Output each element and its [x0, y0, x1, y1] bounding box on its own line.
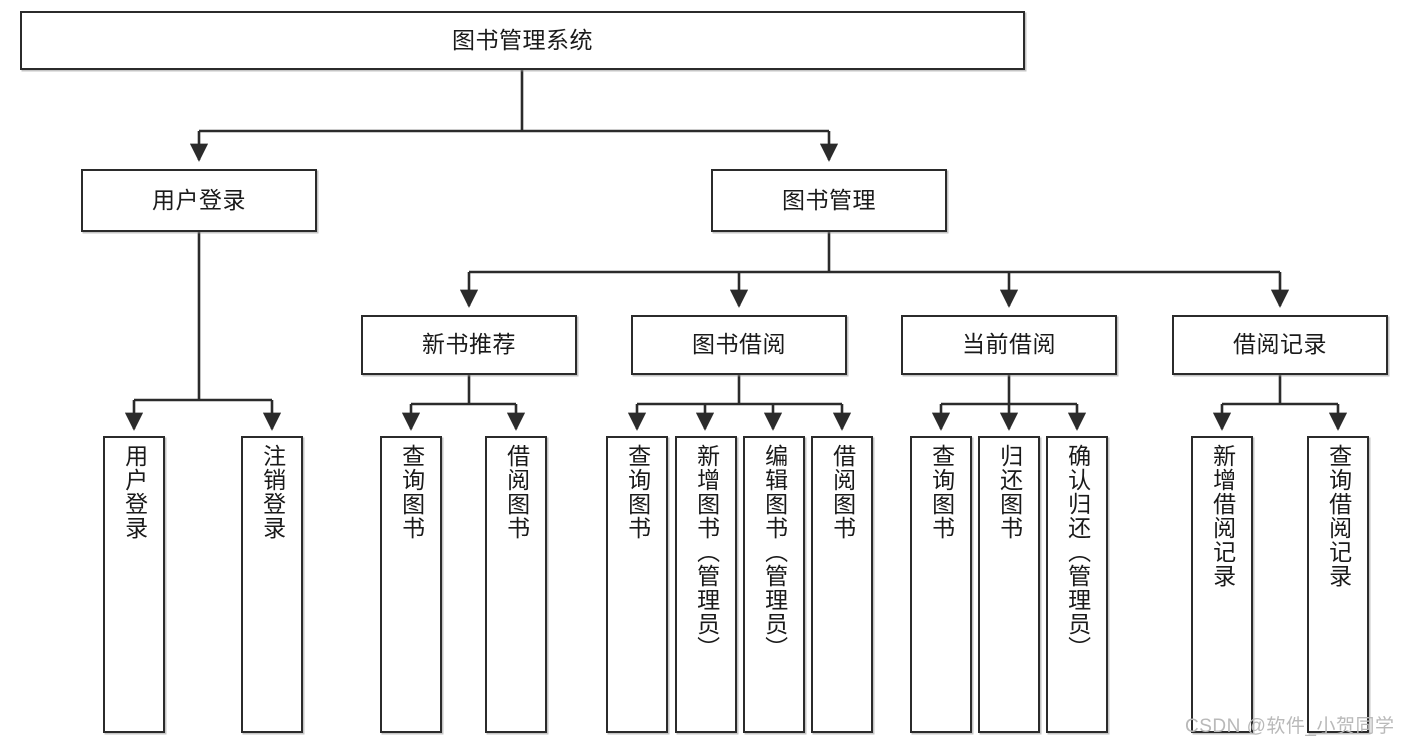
leaf-add-book-admin[interactable]: 新增图书（管理员） — [675, 436, 737, 733]
leaf-query-borrow-record[interactable]: 查询借阅记录 — [1307, 436, 1369, 733]
node-label: 新增图书（管理员） — [693, 444, 720, 660]
node-label: 编辑图书（管理员） — [761, 444, 788, 660]
leaf-add-borrow-record[interactable]: 新增借阅记录 — [1191, 436, 1253, 733]
leaf-borrow-book-recommendation[interactable]: 借阅图书 — [485, 436, 547, 733]
leaf-query-book-borrow[interactable]: 查询图书 — [606, 436, 668, 733]
node-label: 新增借阅记录 — [1209, 444, 1236, 588]
node-label: 图书管理系统 — [452, 26, 593, 53]
node-label: 借阅图书 — [829, 444, 856, 540]
csdn-watermark: CSDN @软件_小贺同学 — [1185, 716, 1395, 737]
node-label: 图书借阅 — [692, 331, 786, 358]
node-label: 当前借阅 — [962, 331, 1056, 358]
node-label: 借阅图书 — [503, 444, 530, 540]
leaf-query-book-recommendation[interactable]: 查询图书 — [380, 436, 442, 733]
node-book-management[interactable]: 图书管理 — [711, 169, 947, 232]
leaf-confirm-return-admin[interactable]: 确认归还（管理员） — [1046, 436, 1108, 733]
node-label: 注销登录 — [259, 444, 286, 540]
node-label: 查询图书 — [928, 444, 955, 540]
node-label: 图书管理 — [782, 186, 876, 213]
node-label: 查询图书 — [624, 444, 651, 540]
node-new-book-recommendation[interactable]: 新书推荐 — [361, 315, 577, 375]
node-label: 查询图书 — [398, 444, 425, 540]
node-borrowing-record[interactable]: 借阅记录 — [1172, 315, 1388, 375]
node-label: 确认归还（管理员） — [1064, 444, 1091, 660]
node-label: 用户登录 — [121, 444, 148, 540]
node-user-login[interactable]: 用户登录 — [81, 169, 317, 232]
node-label: 新书推荐 — [422, 331, 516, 358]
leaf-query-book-current[interactable]: 查询图书 — [910, 436, 972, 733]
node-label: 借阅记录 — [1233, 331, 1327, 358]
node-root-book-management-system[interactable]: 图书管理系统 — [20, 11, 1025, 70]
node-current-borrowing[interactable]: 当前借阅 — [901, 315, 1117, 375]
leaf-borrow-book[interactable]: 借阅图书 — [811, 436, 873, 733]
leaf-user-login[interactable]: 用户登录 — [103, 436, 165, 733]
leaf-logout[interactable]: 注销登录 — [241, 436, 303, 733]
node-label: 用户登录 — [152, 186, 246, 213]
leaf-edit-book-admin[interactable]: 编辑图书（管理员） — [743, 436, 805, 733]
node-label: 归还图书 — [996, 444, 1023, 540]
leaf-return-book[interactable]: 归还图书 — [978, 436, 1040, 733]
node-label: 查询借阅记录 — [1325, 444, 1352, 588]
node-book-borrowing[interactable]: 图书借阅 — [631, 315, 847, 375]
